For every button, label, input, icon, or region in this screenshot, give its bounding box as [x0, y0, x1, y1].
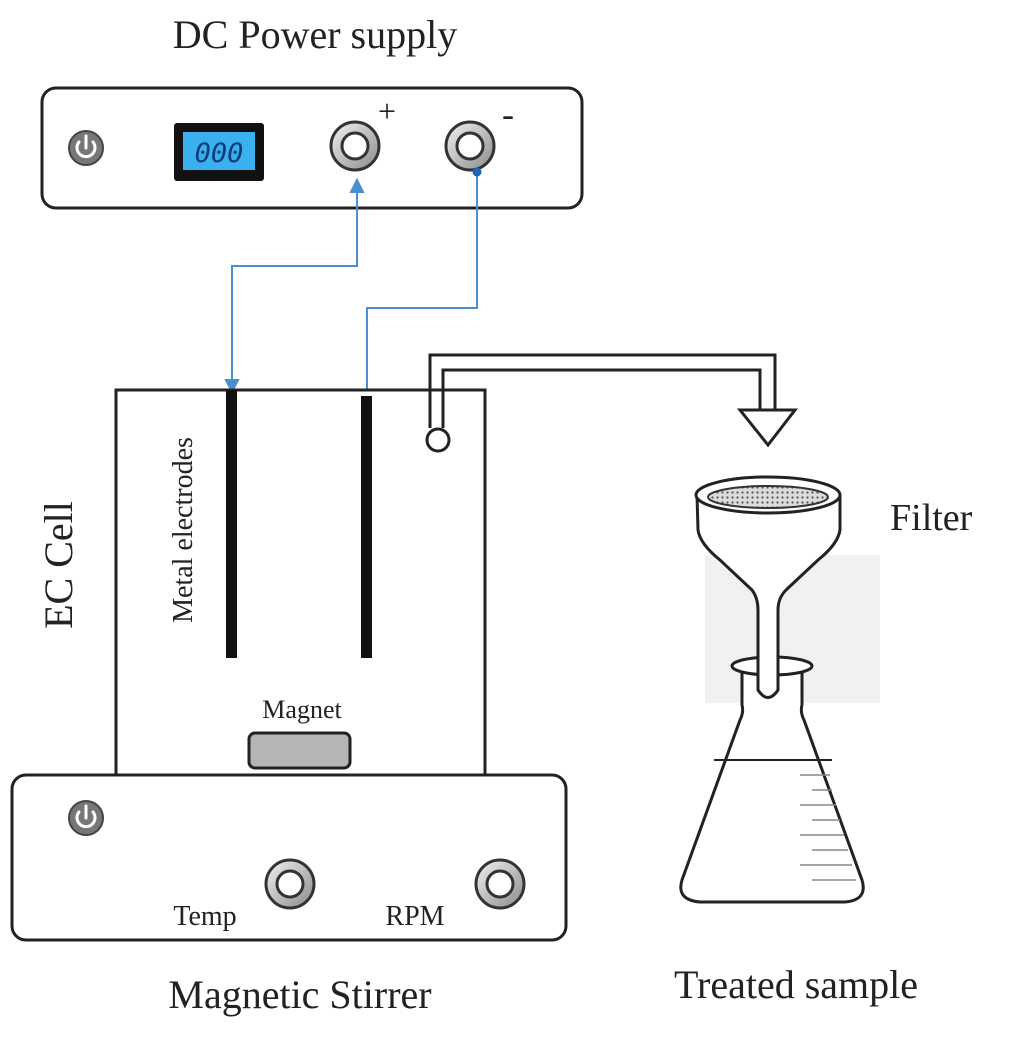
power-supply-display: 000 [174, 123, 264, 181]
temp-label: Temp [173, 901, 236, 932]
magnet-label: Magnet [262, 695, 342, 724]
negative-junction-dot [472, 167, 482, 177]
power-supply-power-icon[interactable] [68, 130, 104, 166]
positive-terminal[interactable] [329, 120, 381, 172]
power-supply-unit: 000 + - [40, 86, 584, 210]
negative-terminal[interactable] [444, 120, 496, 172]
temp-knob[interactable] [264, 858, 316, 910]
negative-wire [366, 172, 478, 396]
stir-magnet [247, 731, 352, 770]
electrode-cathode [361, 396, 372, 658]
rpm-label: RPM [385, 901, 444, 932]
electrode-anode [226, 390, 237, 658]
filter-label: Filter [890, 497, 973, 539]
ec-cell [114, 388, 487, 780]
stirrer-title: Magnetic Stirrer [168, 972, 431, 1017]
sample-port [425, 427, 451, 453]
power-supply-title: DC Power supply [173, 12, 457, 57]
electrodes-label: Metal electrodes [168, 437, 199, 623]
rpm-knob[interactable] [474, 858, 526, 910]
stirrer-power-icon[interactable] [68, 800, 104, 836]
ec-cell-label: EC Cell [36, 501, 81, 629]
transfer-pipe [428, 353, 799, 448]
negative-symbol: - [502, 94, 514, 134]
flow-arrow [736, 408, 799, 448]
treated-sample-label: Treated sample [674, 962, 918, 1007]
positive-wire [231, 186, 358, 388]
positive-symbol: + [378, 93, 396, 129]
treated-sample-flask [679, 640, 865, 904]
electrode-arrow-down [224, 379, 240, 395]
display-value: 000 [195, 138, 244, 169]
magnetic-stirrer-unit [10, 773, 568, 942]
positive-arrow-up [349, 177, 365, 193]
